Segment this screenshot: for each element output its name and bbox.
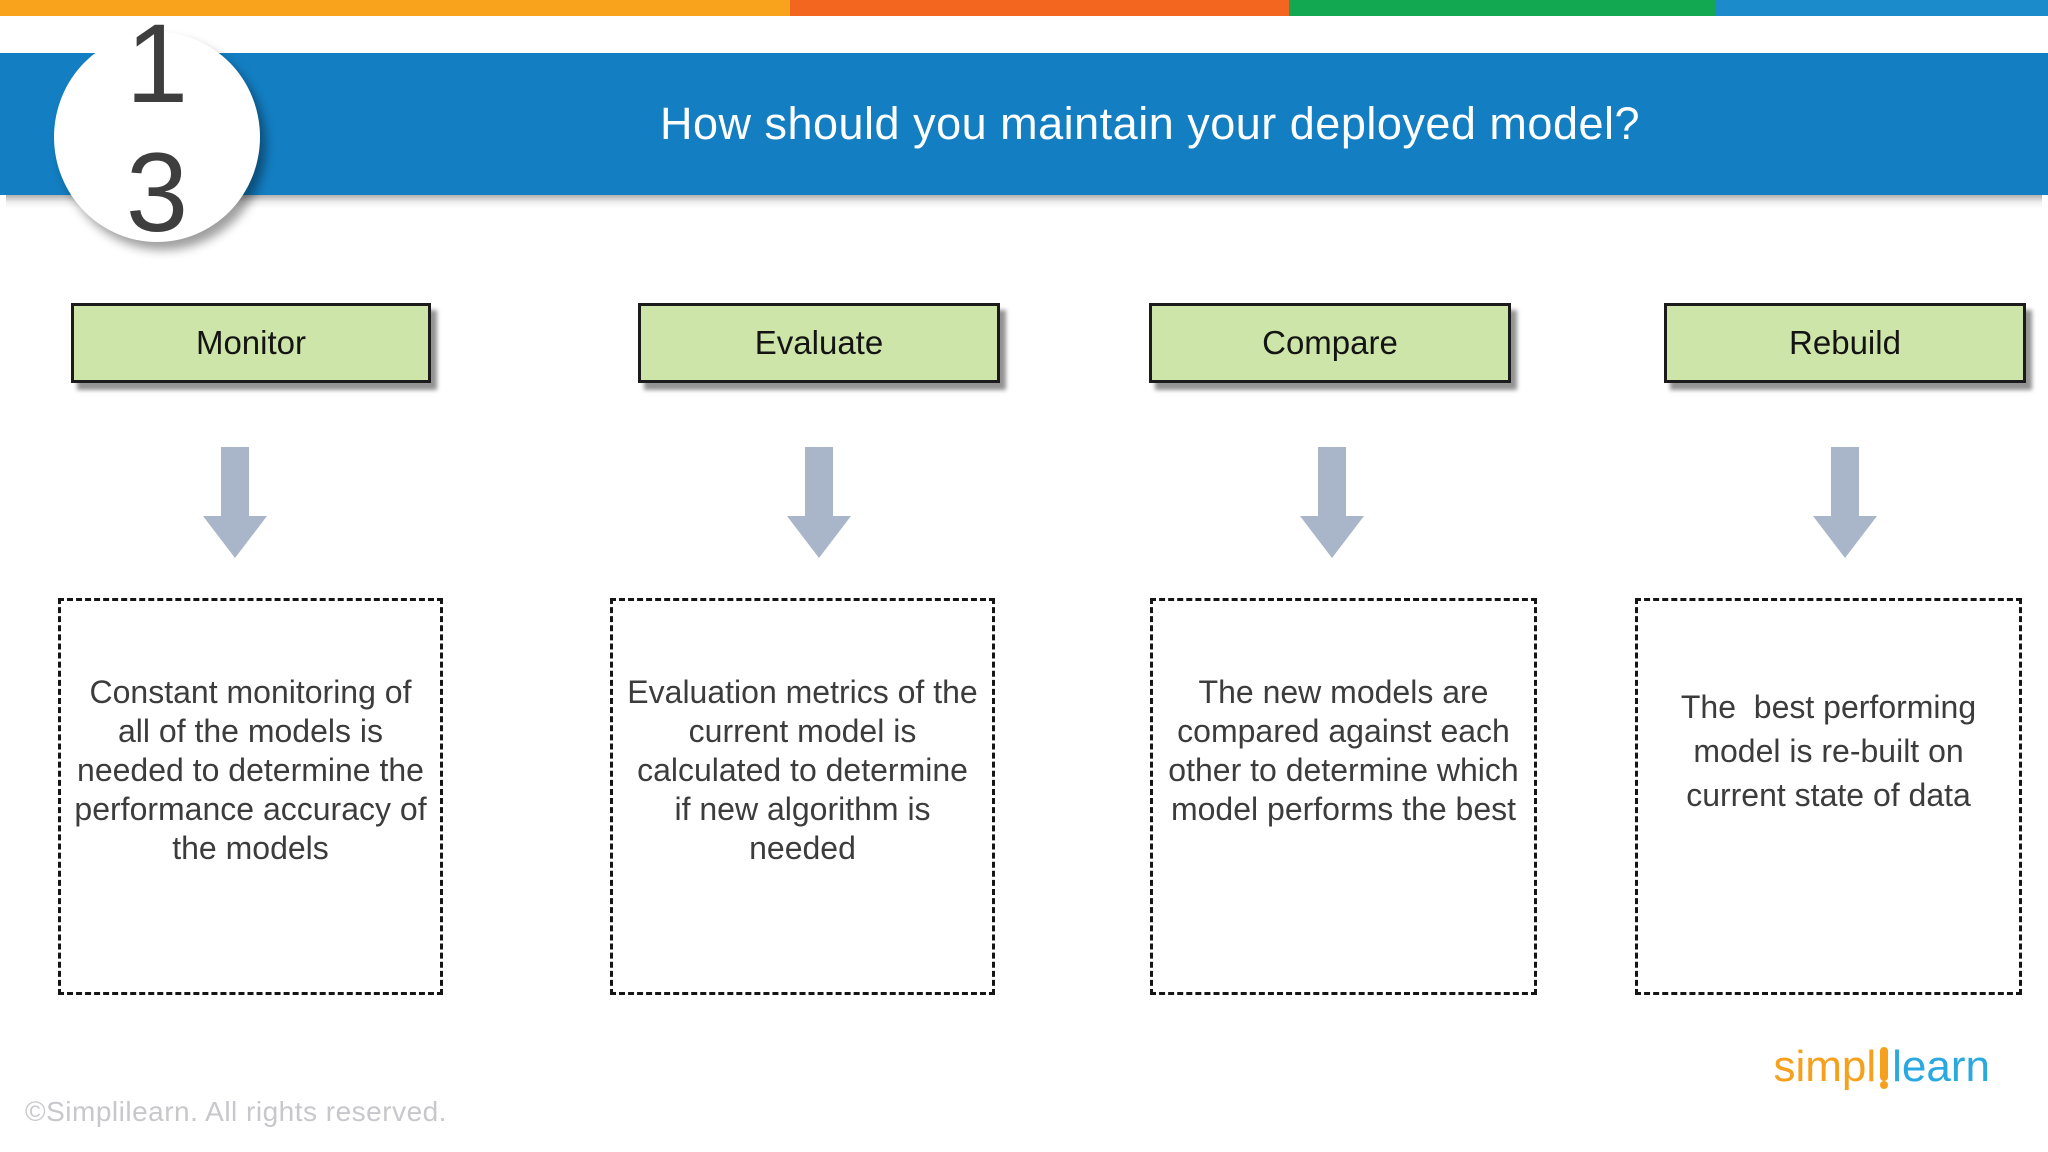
description-text-evaluate: Evaluation metrics of the current model … — [627, 674, 978, 866]
description-box-evaluate: Evaluation metrics of the current model … — [610, 598, 995, 995]
header-bar — [0, 53, 2048, 195]
stage-label-evaluate: Evaluate — [754, 324, 884, 361]
footer-copyright: ©Simplilearn. All rights reserved. — [25, 1096, 448, 1127]
stage-box-rebuild: Rebuild — [1664, 303, 2026, 383]
arrow-head — [1300, 516, 1364, 558]
strip-segment-orange — [790, 0, 1289, 16]
arrow-shaft — [221, 447, 249, 517]
down-arrow-evaluate — [787, 447, 851, 558]
arrow-shaft — [1318, 447, 1346, 517]
slide-number-badge: 1 3 — [54, 8, 260, 249]
description-box-rebuild: The best performing model is re-built on… — [1635, 598, 2022, 995]
slide-number-bottom-digit: 3 — [125, 130, 189, 255]
description-text-monitor: Constant monitoring of all of the models… — [74, 674, 427, 866]
stage-box-compare: Compare — [1149, 303, 1511, 383]
logo-i-stem — [1880, 1047, 1889, 1081]
stage-label-compare: Compare — [1262, 324, 1398, 361]
top-strip — [0, 0, 2048, 16]
arrow-head — [1813, 516, 1877, 558]
logo-i-dot — [1880, 1081, 1889, 1089]
page-title: How should you maintain your deployed mo… — [659, 98, 1641, 149]
description-text-rebuild: The best performing model is re-built on… — [1680, 689, 1977, 813]
description-text-compare: The new models are compared against each… — [1168, 674, 1519, 827]
stage-label-rebuild: Rebuild — [1789, 324, 1901, 361]
down-arrow-rebuild — [1813, 447, 1877, 558]
description-box-monitor: Constant monitoring of all of the models… — [58, 598, 443, 995]
logo-text-simpl: simpl — [1773, 1042, 1877, 1091]
arrow-shaft — [1831, 447, 1859, 517]
strip-segment-green — [1289, 0, 1715, 16]
stage-box-evaluate: Evaluate — [638, 303, 1000, 383]
description-box-compare: The new models are compared against each… — [1150, 598, 1537, 995]
arrow-head — [203, 516, 267, 558]
down-arrow-compare — [1300, 447, 1364, 558]
arrow-shaft — [805, 447, 833, 517]
strip-segment-amber — [0, 0, 790, 16]
down-arrow-monitor — [203, 447, 267, 558]
header-shadow — [6, 195, 2042, 208]
stage-label-monitor: Monitor — [195, 324, 307, 361]
simplilearn-logo: simpl learn — [1773, 1042, 1990, 1092]
slide-number-top-digit: 1 — [125, 1, 189, 126]
strip-segment-blue — [1715, 0, 2048, 16]
arrow-head — [787, 516, 851, 558]
logo-text-learn: learn — [1892, 1042, 1990, 1091]
logo-i-mark — [1880, 1042, 1889, 1092]
stage-box-monitor: Monitor — [71, 303, 431, 383]
